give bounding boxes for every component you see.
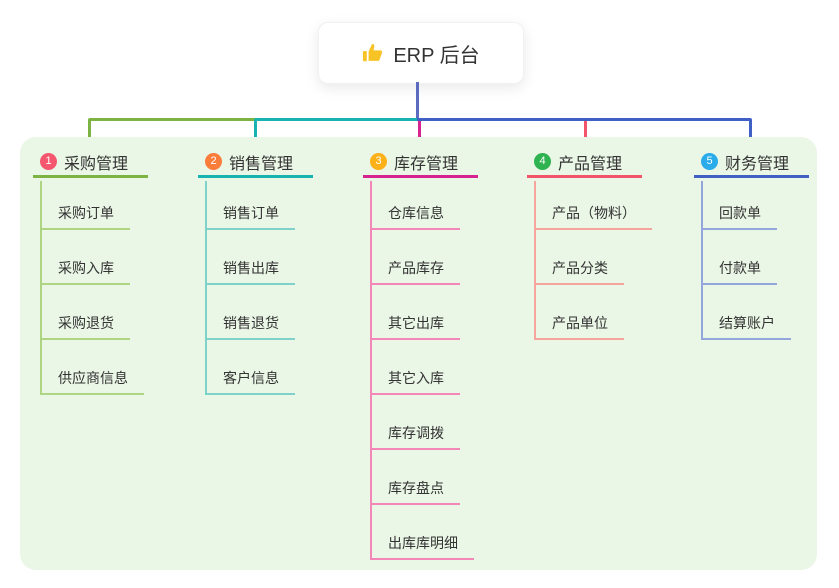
- branch1-drop-line: [88, 120, 91, 150]
- branch-stem-line: [205, 181, 207, 395]
- branch2-drop-line: [253, 120, 257, 150]
- leaf-node[interactable]: 供应商信息: [40, 370, 144, 395]
- branch-stem-line: [701, 181, 703, 340]
- leaf-node[interactable]: 仓库信息: [370, 205, 460, 230]
- leaf-node[interactable]: 其它入库: [370, 370, 460, 395]
- branch3-drop-line: [417, 121, 421, 150]
- leaf-node[interactable]: 库存盘点: [370, 480, 460, 505]
- leaf-node[interactable]: 产品分类: [534, 260, 624, 285]
- leaf-node[interactable]: 产品单位: [534, 315, 624, 340]
- branch-topic-label: 产品管理: [558, 155, 623, 173]
- leaf-node[interactable]: 结算账户: [701, 315, 791, 340]
- branch-topic-label: 采购管理: [64, 155, 129, 173]
- leaf-node[interactable]: 出库库明细: [370, 535, 474, 560]
- leaf-node[interactable]: 付款单: [701, 260, 777, 285]
- leaf-node[interactable]: 其它出库: [370, 315, 460, 340]
- branch5-drop-line: [749, 120, 752, 150]
- branch-topic-purchase[interactable]: 1 采购管理: [33, 148, 148, 178]
- leaf-node[interactable]: 采购入库: [40, 260, 130, 285]
- leaf-node[interactable]: 产品（物料）: [534, 205, 652, 230]
- leaf-node[interactable]: 销售退货: [205, 315, 295, 340]
- branch1-connector-line: [88, 118, 256, 121]
- root-node-label: ERP 后台: [393, 44, 480, 67]
- branch-topic-inventory[interactable]: 3 库存管理: [363, 148, 478, 178]
- branch-stem-line: [370, 181, 372, 560]
- thumbs-up-icon: [362, 42, 384, 64]
- branch-stem-line: [40, 181, 42, 395]
- branch-number-badge: 4: [534, 153, 551, 170]
- branch-topic-sales[interactable]: 2 销售管理: [198, 148, 313, 178]
- branch-topic-label: 库存管理: [394, 155, 459, 173]
- branch4-drop-line: [583, 121, 587, 150]
- branch-topic-label: 财务管理: [725, 155, 790, 173]
- branch-stem-line: [534, 181, 536, 340]
- branch-topic-label: 销售管理: [229, 155, 294, 173]
- branch2-connector-line: [253, 118, 420, 121]
- branch5-connector-line: [417, 118, 752, 121]
- leaf-node[interactable]: 客户信息: [205, 370, 295, 395]
- branch-number-badge: 5: [701, 153, 718, 170]
- leaf-node[interactable]: 销售订单: [205, 205, 295, 230]
- leaf-node[interactable]: 产品库存: [370, 260, 460, 285]
- branches-panel: [20, 137, 817, 570]
- leaf-node[interactable]: 库存调拨: [370, 425, 460, 450]
- branch-topic-finance[interactable]: 5 财务管理: [694, 148, 809, 178]
- leaf-node[interactable]: 采购退货: [40, 315, 130, 340]
- root-node-erp-backend[interactable]: ERP 后台: [318, 22, 524, 84]
- leaf-node[interactable]: 销售出库: [205, 260, 295, 285]
- root-connector-line: [415, 82, 419, 121]
- leaf-node[interactable]: 采购订单: [40, 205, 130, 230]
- branch-number-badge: 1: [40, 153, 57, 170]
- leaf-node[interactable]: 回款单: [701, 205, 777, 230]
- branch-topic-product[interactable]: 4 产品管理: [527, 148, 642, 178]
- branch-number-badge: 2: [205, 153, 222, 170]
- branch-number-badge: 3: [370, 153, 387, 170]
